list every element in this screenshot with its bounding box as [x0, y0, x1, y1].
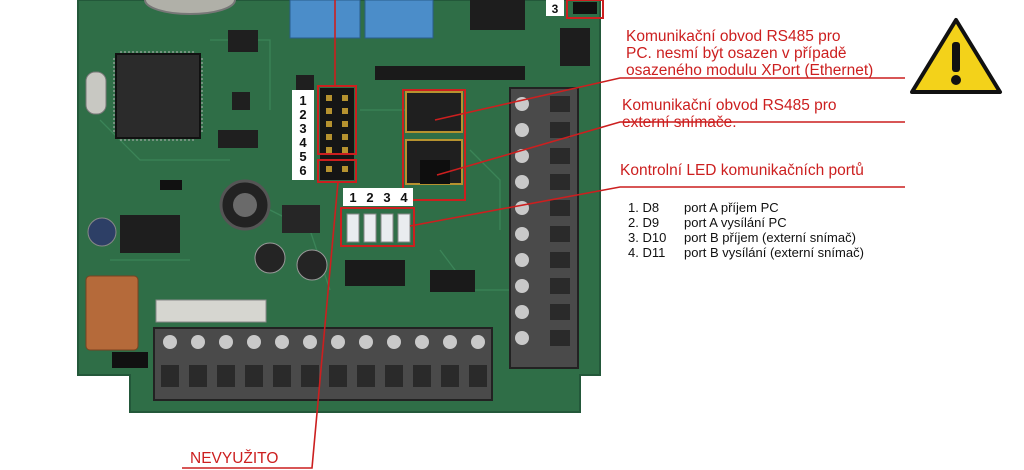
led-number-3: 3 [383, 190, 390, 205]
line-control-led [409, 186, 905, 227]
legend-description: port A vysílání PC [684, 215, 787, 230]
jumper-row-3: 3 [299, 121, 306, 136]
callout-lines [182, 0, 905, 469]
terminal-screws-bottom [161, 335, 487, 387]
jumper-highlight-bottom [317, 159, 357, 183]
capacitor-right [296, 249, 328, 281]
callout-rs485-pc: Komunikační obvod RS485 pro PC. nesmí bý… [626, 28, 874, 79]
jumper-row-5: 5 [299, 149, 306, 164]
capacitor-mid [254, 242, 286, 274]
legend-row: 3. D10 port B příjem (externí snímač) [628, 230, 864, 245]
callout-rs485-external: Komunikační obvod RS485 pro externí sním… [622, 97, 837, 131]
mcu-pins [113, 51, 203, 141]
jumper-block [320, 88, 354, 180]
socket-outline [402, 89, 466, 201]
ic-small-right [560, 28, 590, 66]
header-strip [375, 66, 525, 80]
relay-2 [364, 0, 434, 39]
ic-lower [120, 215, 180, 253]
regulator [282, 205, 320, 233]
mcu-chip [115, 53, 201, 139]
jumper-row-6: 6 [299, 163, 306, 178]
ic-dip-d [232, 92, 250, 110]
jumper-row-4: 4 [299, 135, 307, 150]
ic-bottom-right [430, 270, 475, 292]
legend-code: 2. D9 [628, 215, 660, 230]
legend-code: 3. D10 [628, 230, 667, 245]
legend-row: 1. D8 port A příjem PC [628, 200, 864, 215]
fuse-holder [155, 299, 267, 323]
black-header-left [112, 352, 148, 368]
legend-description: port B příjem (externí snímač) [684, 230, 856, 245]
battery-cell [144, 0, 236, 15]
led-d11 [397, 213, 411, 243]
crystal [85, 71, 107, 115]
capacitor-left [87, 217, 117, 247]
inductor-core [233, 193, 257, 217]
top-jumper-outline [566, 0, 604, 19]
led-legend: 1. D8 port A příjem PC 2. D9 port A vysí… [628, 200, 864, 260]
led-d9 [363, 213, 377, 243]
led-number-2: 2 [366, 190, 373, 205]
top-jumper [573, 2, 597, 14]
led-d10 [380, 213, 394, 243]
line-unused [182, 181, 339, 469]
jumper-highlight-top [317, 85, 357, 155]
line-rs485-ext [436, 121, 905, 176]
terminal-screws-right [515, 96, 570, 346]
led-number-4: 4 [400, 190, 408, 205]
diode [160, 180, 182, 190]
warning-icon [910, 18, 1002, 94]
led-outline [340, 207, 415, 247]
legend-row: 2. D9 port A vysílání PC [628, 215, 864, 230]
ic-dip-b [218, 130, 258, 148]
legend-description: port A příjem PC [684, 200, 779, 215]
legend-row: 4. D11 port B vysílání (externí snímač) [628, 245, 864, 260]
ic-dip-a [228, 30, 258, 52]
callout-unused: NEVYUŽITO [190, 450, 279, 467]
line-rs485-pc [434, 77, 905, 121]
ic-top-right [470, 0, 525, 30]
legend-description: port B vysílání (externí snímač) [684, 245, 864, 260]
jumper-pins [326, 95, 348, 172]
legend-code: 1. D8 [628, 200, 660, 215]
ic-bottom-mid [345, 260, 405, 286]
orange-component [85, 275, 139, 351]
ic-dip-c [296, 75, 314, 93]
socket-rs485-pc [405, 91, 463, 133]
led-number-1: 1 [349, 190, 356, 205]
led-d8 [346, 213, 360, 243]
jumper-row-2: 2 [299, 107, 306, 122]
jumper-row-1: 1 [299, 93, 306, 108]
top-jumper-label-bg [546, 0, 564, 16]
top-jumper-label: 3 [552, 2, 559, 16]
jumper-label-bg [292, 90, 314, 180]
led-number-bg [343, 188, 413, 206]
callout-control-led: Kontrolní LED komunikačních portů [620, 162, 864, 179]
relay-1 [289, 0, 361, 39]
legend-code: 4. D11 [628, 245, 666, 260]
